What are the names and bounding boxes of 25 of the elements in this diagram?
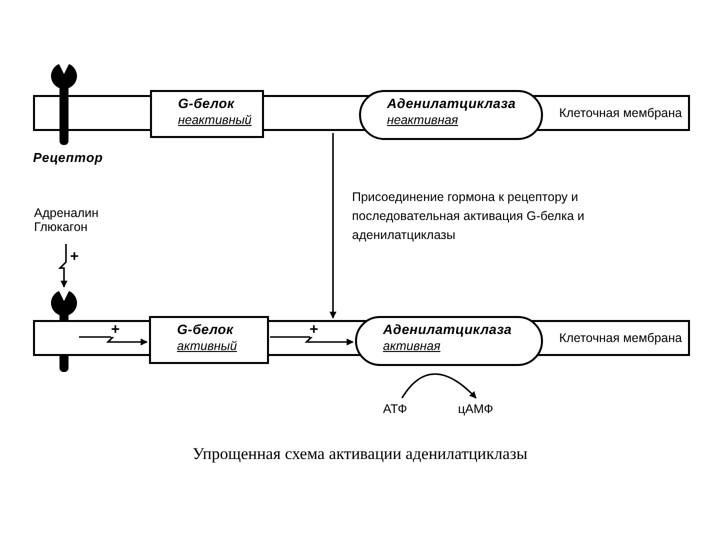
- box-title: Аденилатциклаза: [383, 322, 513, 337]
- receptor-label: Рецептор: [33, 150, 104, 165]
- arrow: [270, 336, 354, 346]
- arrow: [79, 336, 148, 346]
- box-state: неактивная: [387, 113, 458, 127]
- membrane-label: Клеточная мембрана: [559, 106, 682, 120]
- box-state: активный: [177, 339, 237, 353]
- plus-sign: +: [111, 322, 120, 337]
- arrow: [58, 244, 68, 288]
- protein-box: [150, 90, 264, 138]
- membrane-label: Клеточная мембрана: [559, 331, 682, 345]
- protein-box: [149, 316, 269, 364]
- enzyme-box: [359, 90, 543, 140]
- box-title: G-белок: [177, 322, 234, 337]
- box-title: Аденилатциклаза: [387, 96, 517, 111]
- caption: Упрощенная схема активации аденилатциклазы: [192, 444, 528, 463]
- node-text: Адреналин Глюкагон: [34, 206, 100, 235]
- node-text: АТФ: [383, 402, 408, 416]
- arrow: [401, 373, 477, 399]
- box-title: G-белок: [178, 96, 236, 111]
- enzyme-box: [355, 316, 543, 366]
- box-state: неактивный: [178, 113, 252, 127]
- node-text: цАМФ: [458, 402, 494, 416]
- box-state: активная: [383, 339, 440, 353]
- arrow: [330, 133, 336, 319]
